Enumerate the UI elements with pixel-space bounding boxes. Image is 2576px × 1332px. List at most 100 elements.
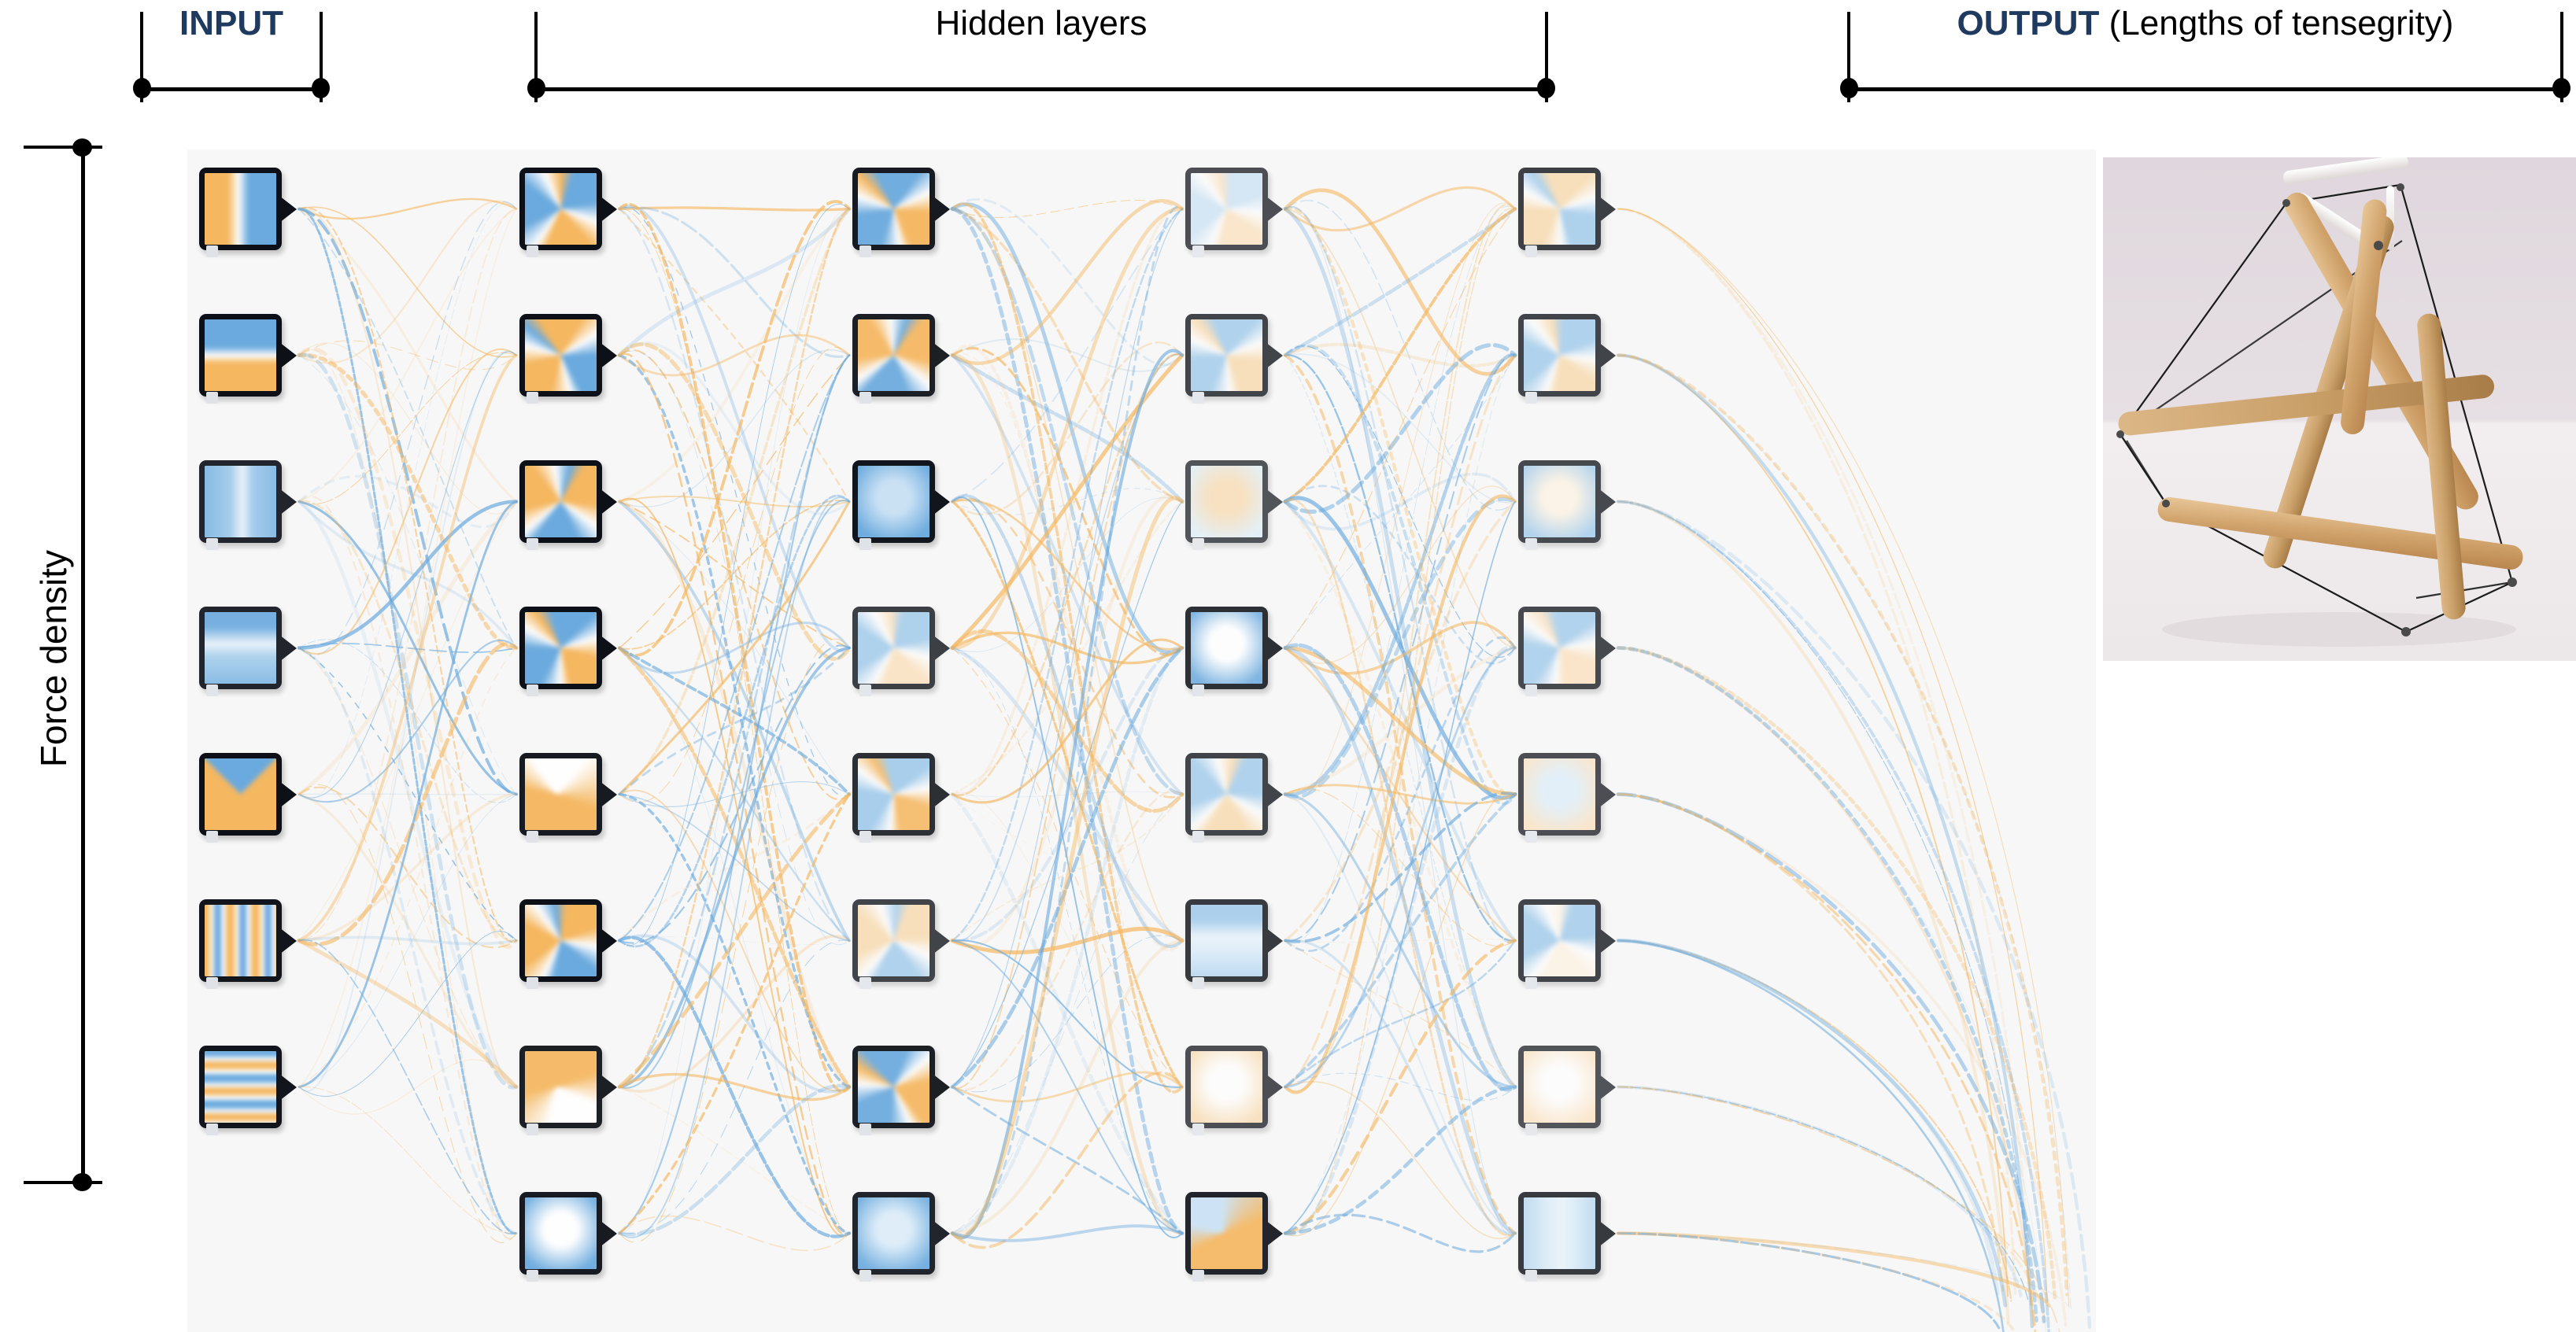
network-edge	[950, 646, 1185, 943]
node-port-handle[interactable]	[859, 538, 871, 550]
network-node-output-7[interactable]	[1518, 1046, 1616, 1135]
network-node-output-1[interactable]	[1518, 168, 1616, 257]
node-port-handle[interactable]	[1525, 977, 1537, 989]
network-node-hidden-2-5[interactable]	[852, 753, 950, 843]
heatmap-fill	[525, 758, 597, 830]
node-port-handle[interactable]	[206, 392, 218, 404]
node-port-handle[interactable]	[859, 684, 871, 696]
network-node-hidden-3-7[interactable]	[1185, 1046, 1283, 1135]
network-node-hidden-2-3[interactable]	[852, 460, 950, 550]
node-port-handle[interactable]	[1192, 392, 1204, 404]
heatmap-fill	[1191, 1051, 1262, 1123]
network-edge	[298, 643, 517, 653]
node-port-handle[interactable]	[1525, 245, 1537, 257]
network-node-hidden-2-7[interactable]	[852, 1046, 950, 1135]
network-node-hidden-3-8[interactable]	[1185, 1192, 1283, 1282]
network-edge	[1617, 1086, 2060, 1332]
node-output-connector-icon	[933, 927, 950, 954]
network-node-hidden-1-8[interactable]	[519, 1192, 617, 1282]
node-port-handle[interactable]	[1525, 1270, 1537, 1282]
network-node-hidden-1-6[interactable]	[519, 899, 617, 989]
network-node-hidden-2-8[interactable]	[852, 1192, 950, 1282]
node-port-handle[interactable]	[527, 245, 538, 257]
network-node-hidden-1-1[interactable]	[519, 168, 617, 257]
network-node-hidden-1-7[interactable]	[519, 1046, 617, 1135]
node-port-handle[interactable]	[1525, 1124, 1537, 1135]
network-node-hidden-2-6[interactable]	[852, 899, 950, 989]
network-node-output-6[interactable]	[1518, 899, 1616, 989]
node-port-handle[interactable]	[206, 538, 218, 550]
network-node-hidden-3-4[interactable]	[1185, 607, 1283, 696]
network-node-hidden-2-4[interactable]	[852, 607, 950, 696]
tensegrity-photo	[2103, 157, 2576, 661]
node-port-handle[interactable]	[859, 831, 871, 843]
network-edge	[950, 646, 1185, 1235]
node-port-handle[interactable]	[527, 1270, 538, 1282]
node-port-handle[interactable]	[1192, 1270, 1204, 1282]
node-port-handle[interactable]	[206, 831, 218, 843]
network-edge	[617, 207, 852, 504]
node-port-handle[interactable]	[527, 684, 538, 696]
network-edge	[618, 500, 851, 796]
node-port-handle[interactable]	[859, 1270, 871, 1282]
network-node-output-2[interactable]	[1518, 314, 1616, 404]
node-port-handle[interactable]	[206, 1124, 218, 1135]
node-port-handle[interactable]	[1525, 831, 1537, 843]
node-port-handle[interactable]	[206, 245, 218, 257]
node-port-handle[interactable]	[206, 684, 218, 696]
network-node-hidden-1-3[interactable]	[519, 460, 617, 550]
node-port-handle[interactable]	[527, 392, 538, 404]
network-node-output-5[interactable]	[1518, 753, 1616, 843]
network-node-hidden-3-2[interactable]	[1185, 314, 1283, 404]
node-port-handle[interactable]	[527, 1124, 538, 1135]
node-activation-heatmap	[525, 905, 597, 976]
network-node-hidden-3-6[interactable]	[1185, 899, 1283, 989]
network-edge	[298, 207, 518, 504]
network-node-input-4[interactable]	[199, 607, 297, 696]
node-port-handle[interactable]	[1192, 831, 1204, 843]
network-node-input-1[interactable]	[199, 168, 297, 257]
network-node-hidden-2-1[interactable]	[852, 168, 950, 257]
bracket-hidden-layers: Hidden layers	[527, 0, 1555, 102]
node-port-handle[interactable]	[859, 392, 871, 404]
network-node-hidden-1-4[interactable]	[519, 607, 617, 696]
node-port-handle[interactable]	[1192, 538, 1204, 550]
node-port-handle[interactable]	[1525, 684, 1537, 696]
node-output-connector-icon	[1266, 780, 1283, 808]
network-node-hidden-3-1[interactable]	[1185, 168, 1283, 257]
node-port-handle[interactable]	[1525, 392, 1537, 404]
network-node-input-2[interactable]	[199, 314, 297, 404]
network-edge	[617, 646, 852, 1089]
node-port-handle[interactable]	[1192, 1124, 1204, 1135]
node-port-handle[interactable]	[859, 977, 871, 989]
network-edge	[1283, 496, 1517, 800]
network-node-input-3[interactable]	[199, 460, 297, 550]
node-port-handle[interactable]	[527, 831, 538, 843]
network-node-output-8[interactable]	[1518, 1192, 1616, 1282]
node-activation-heatmap	[1191, 319, 1262, 391]
network-edge	[1284, 1081, 1516, 1239]
node-port-handle[interactable]	[1192, 684, 1204, 696]
network-node-hidden-3-5[interactable]	[1185, 753, 1283, 843]
network-edge	[1616, 939, 2000, 1296]
node-port-handle[interactable]	[1192, 245, 1204, 257]
node-port-handle[interactable]	[527, 977, 538, 989]
network-node-hidden-3-3[interactable]	[1185, 460, 1283, 550]
network-node-input-5[interactable]	[199, 753, 297, 843]
network-node-hidden-1-2[interactable]	[519, 314, 617, 404]
network-node-input-7[interactable]	[199, 1046, 297, 1135]
node-port-handle[interactable]	[206, 977, 218, 989]
network-node-hidden-2-2[interactable]	[852, 314, 950, 404]
network-node-output-3[interactable]	[1518, 460, 1616, 550]
network-node-output-4[interactable]	[1518, 607, 1616, 696]
network-node-hidden-1-5[interactable]	[519, 753, 617, 843]
bracket-hidden-caption: Hidden layers	[534, 3, 1548, 44]
node-port-handle[interactable]	[1525, 538, 1537, 550]
heatmap-fill	[858, 466, 930, 537]
network-node-input-6[interactable]	[199, 899, 297, 989]
node-port-handle[interactable]	[859, 245, 871, 257]
node-port-handle[interactable]	[859, 1124, 871, 1135]
node-port-handle[interactable]	[1192, 977, 1204, 989]
node-port-handle[interactable]	[527, 538, 538, 550]
network-edge	[619, 638, 850, 1243]
